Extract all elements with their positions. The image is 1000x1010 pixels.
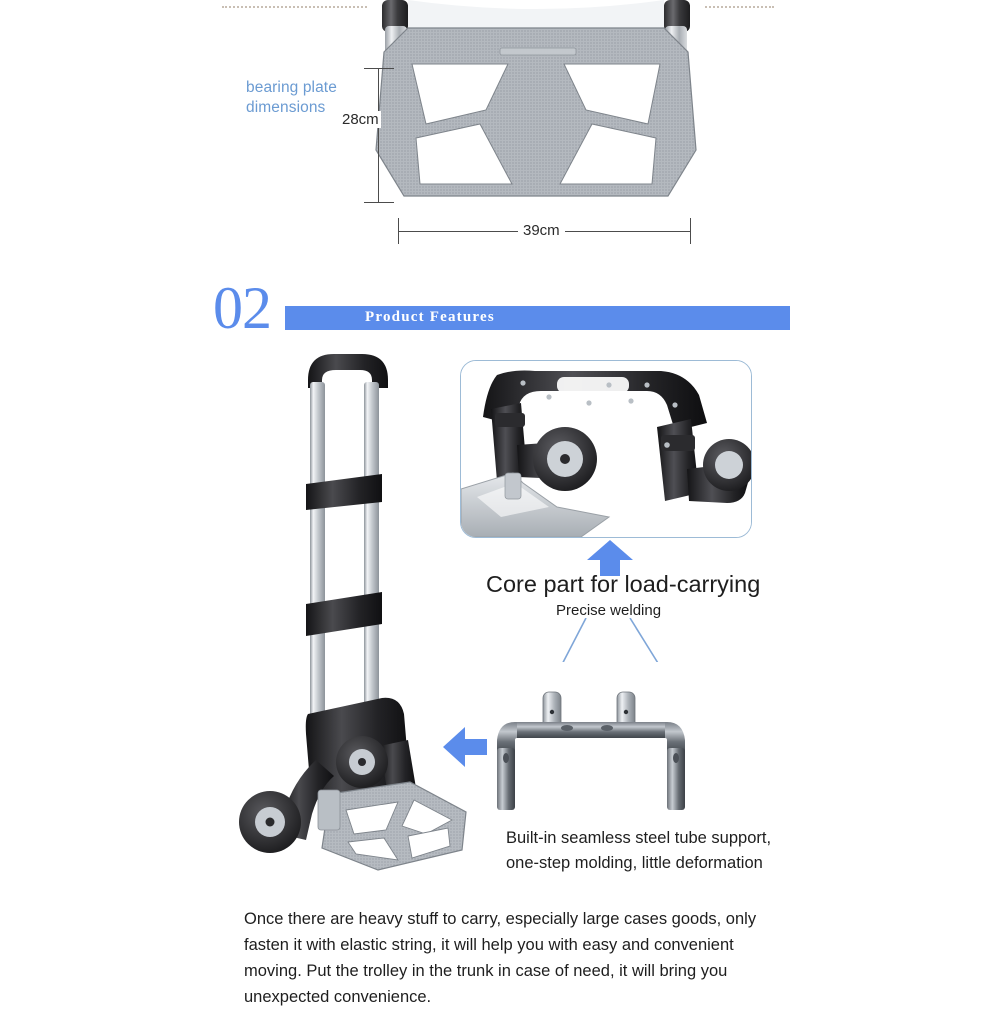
section-number: 02 [213,275,272,341]
bottom-description-paragraph: Once there are heavy stuff to carry, esp… [244,910,757,1006]
bearing-plate-photo [368,0,704,222]
width-dimension-value: 39cm [518,222,565,239]
height-dimension-cap-bottom [364,202,394,203]
wheel-joint-closeup-photo [460,360,752,538]
steel-tube-caption-line1: Built-in seamless steel tube support, [506,829,772,847]
height-dimension-line [378,68,379,202]
precise-welding-caption: Precise welding [556,602,662,619]
bearing-plate-label-line1: bearing plate [246,79,337,96]
arrow-up-icon [587,540,633,576]
width-dimension-cap-left [398,218,399,244]
width-dimension-cap-right [690,218,691,244]
section-title: Product Features [365,309,495,325]
height-dimension-cap-top [364,68,394,69]
arrow-left-icon [443,727,487,767]
steel-tube-caption-line2: one-step molding, little deformation [506,854,763,872]
core-part-caption: Core part for load-carrying [486,571,761,597]
bearing-plate-dimensions-label: bearing plate dimensions [246,78,356,118]
steel-tube-frame-photo [495,662,745,810]
folding-hand-truck-photo [222,342,484,878]
section-title-bar [285,306,790,330]
height-dimension-value: 28cm [340,111,381,128]
steel-tube-caption: Built-in seamless steel tube support, on… [506,826,806,876]
bearing-plate-label-line2: dimensions [246,99,326,116]
